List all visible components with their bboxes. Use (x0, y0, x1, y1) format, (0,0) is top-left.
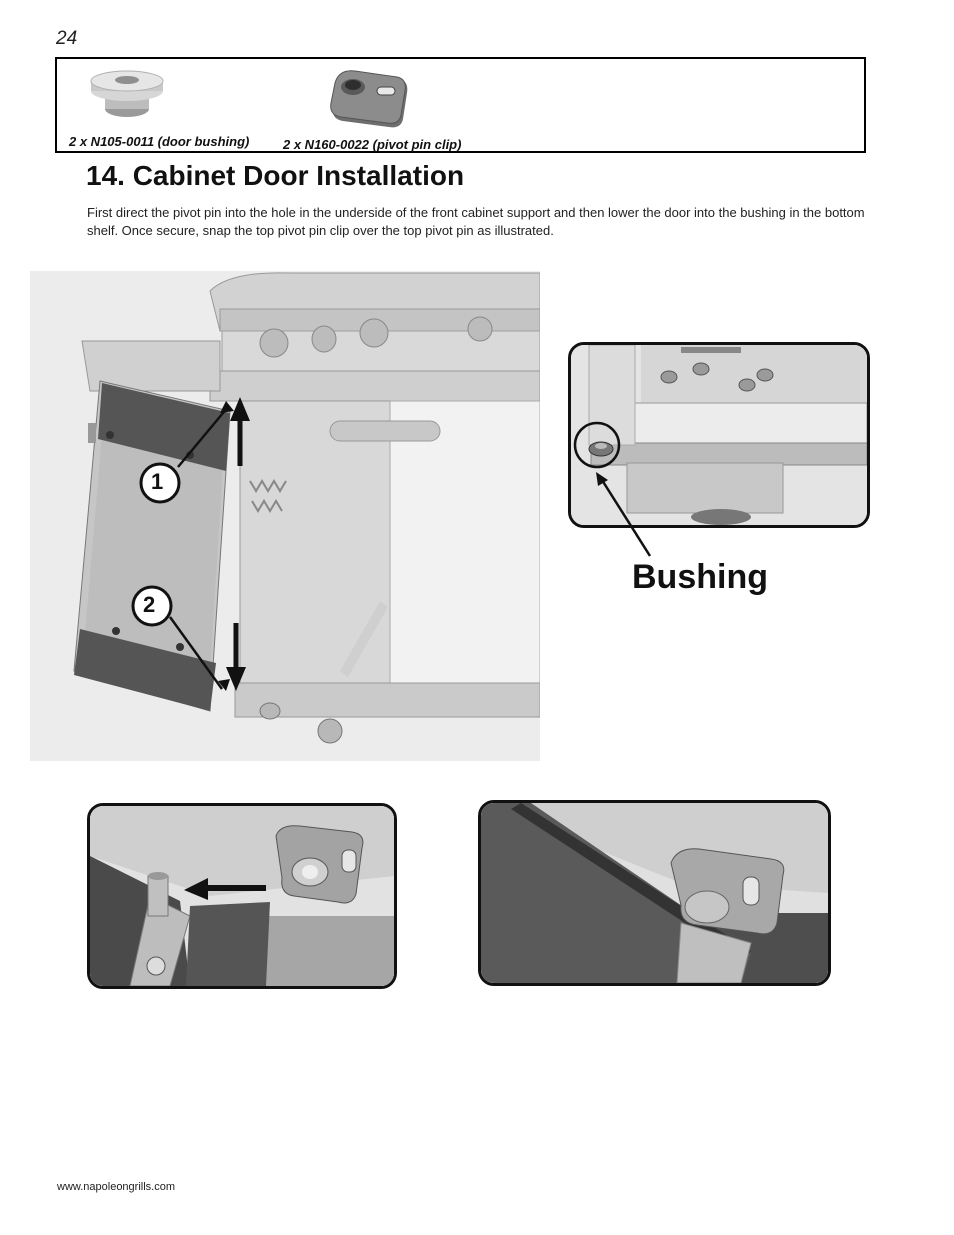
main-installation-figure: 1 2 (30, 271, 540, 761)
bushing-detail-figure (568, 342, 870, 528)
bushing-leader-line (596, 472, 652, 557)
section-title: 14. Cabinet Door Installation (86, 160, 465, 191)
pivot-pin-clip-part-image (327, 65, 411, 131)
pivot-pin-clip-caption: 2 x N160-0022 (pivot pin clip) (283, 137, 462, 152)
pivot-clip-detail-figure (87, 803, 397, 989)
page-number: 24 (56, 28, 78, 49)
bushing-label: Bushing (632, 558, 768, 596)
door-bushing-caption: 2 x N105-0011 (door bushing) (69, 134, 250, 149)
callout-2: 2 (143, 592, 156, 617)
clip-installed-detail-figure (478, 800, 831, 986)
instructions-text: First direct the pivot pin into the hole… (87, 205, 865, 238)
footer-url: www.napoleongrills.com (57, 1181, 175, 1193)
door-bushing-part-image (89, 67, 165, 125)
callout-1: 1 (151, 469, 164, 494)
parts-box: 2 x N105-0011 (door bushing) 2 x N160-00… (55, 57, 866, 153)
